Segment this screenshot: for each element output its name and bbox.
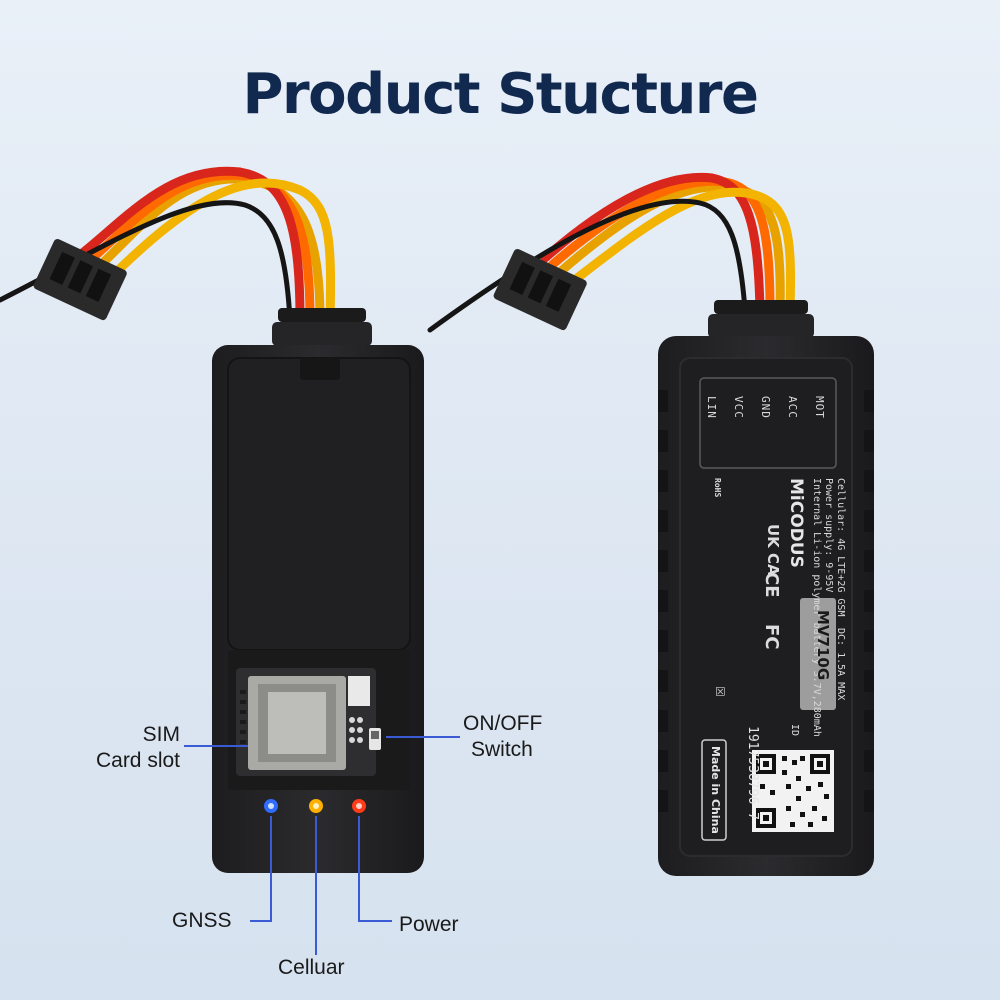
pin-label-vcc: VCC [732,396,745,419]
gnss-label: GNSS [172,909,232,932]
right-cable-grommet [708,300,814,338]
sim-label-line1: SIM [142,723,180,746]
pin-label-acc: ACC [786,396,799,419]
weee-bin-icon: ☒ [711,686,732,697]
qr-code [752,750,834,832]
left-cable-grommet [272,308,372,346]
origin-box [701,739,727,841]
led-cellular [309,799,323,813]
led-power [352,799,366,813]
left-connector [33,239,127,321]
model-plate [800,598,836,710]
device-id-number: 1917538796 7 [745,726,760,820]
sim-label-line2: Card slot [95,749,180,772]
spec-battery: Internal Li-ion polymer battery 3.7V,280… [811,478,822,737]
pin-label-lin: LIN [705,396,718,419]
right-connector [493,249,587,331]
pin-label-mot: MOT [813,396,826,419]
cellular-label: Celluar [278,956,345,979]
callout-lines [184,736,460,955]
spec-dc: DC: 1.5A MAX [835,628,846,701]
right-cable-bundle [427,172,796,333]
sim-card-slot [236,668,376,776]
switch-label-line1: ON/OFF [463,712,543,735]
led-gnss [264,799,278,813]
spec-power: Power supply: 9-95V [823,478,834,593]
ukca-mark: UK CA [764,524,782,576]
switch-label-line2: Switch [471,738,533,761]
id-label: ID [789,724,800,737]
spec-cellular: Cellular: 4G LTE+2G GSM [835,478,846,617]
ce-mark: CE [761,572,782,598]
device-front-opened [212,345,424,873]
device-back [658,336,874,876]
page-title: Product Stucture [242,62,759,127]
on-off-switch [369,728,381,750]
made-in-label: Made in China [709,746,722,834]
model-number: MV710G [814,610,832,681]
rohs-mark: RoHS [713,478,722,498]
brand-logo: MiCODUS [786,478,806,568]
pin-label-gnd: GND [759,396,772,419]
fc-mark: FC [761,624,782,650]
power-label: Power [399,913,459,936]
left-cable-bundle [0,166,336,325]
